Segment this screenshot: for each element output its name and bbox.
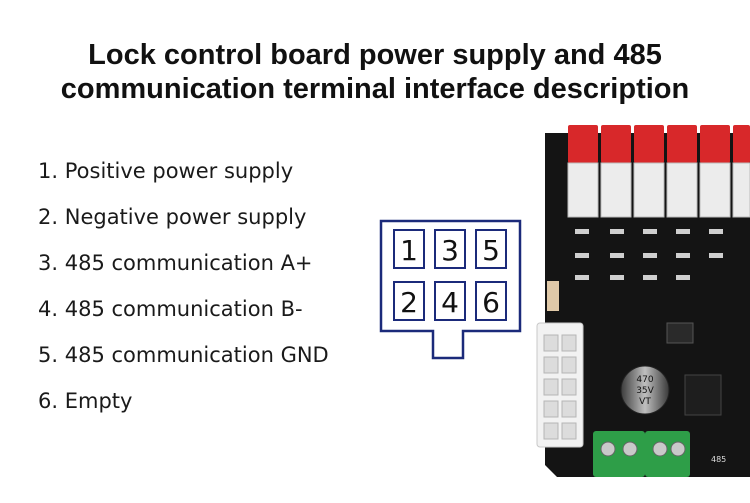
pin-cell-3: [434, 229, 466, 269]
pin-cell-label-6: 6: [482, 286, 500, 319]
pin-item-6: 6. Empty: [38, 378, 329, 424]
white-connector: [732, 162, 750, 218]
red-header: [733, 125, 750, 163]
pin-number: 3.: [38, 251, 59, 275]
pin-item-1: 1. Positive power supply: [38, 148, 329, 194]
pin-item-2: 2. Negative power supply: [38, 194, 329, 240]
pin-label: Positive power supply: [64, 159, 294, 183]
lock-control-board-image: 470 35V VT 485: [536, 125, 750, 477]
white-connector: [633, 162, 665, 218]
pin-cell-6: [475, 281, 507, 321]
pin-label: Negative power supply: [64, 205, 307, 229]
pin-cell-label-1: 1: [400, 234, 418, 267]
pin-cell-1: [393, 229, 425, 269]
pin-cell-5: [475, 229, 507, 269]
terminal-label: 485: [711, 455, 726, 464]
capacitor-label-3: VT: [639, 397, 651, 407]
pin-item-4: 4. 485 communication B-: [38, 286, 329, 332]
regulator: [684, 374, 722, 416]
pin-cell-label-4: 4: [441, 286, 459, 319]
page-title: Lock control board power supply and 485 …: [0, 38, 750, 106]
white-connector: [600, 162, 632, 218]
white-connector: [567, 162, 599, 218]
capacitor: [620, 365, 670, 415]
connector-pinout-diagram: 1 3 5 2 4 6: [379, 219, 522, 360]
title-line-2: communication terminal interface descrip…: [60, 73, 690, 105]
pin-label: Empty: [64, 389, 133, 413]
chip: [666, 322, 694, 344]
white-connector-row: [567, 162, 750, 218]
red-header-row: [568, 125, 750, 163]
pin-label: 485 communication A+: [64, 251, 313, 275]
pin-number: 5.: [38, 343, 59, 367]
pin-number: 2.: [38, 205, 59, 229]
green-terminal-blocks: [593, 431, 690, 477]
title-line-1: Lock control board power supply and 485: [88, 39, 662, 71]
capacitor-label-2: 35V: [636, 386, 654, 396]
red-header: [601, 125, 631, 163]
pin-cell-2: [393, 281, 425, 321]
pin-cell-label-2: 2: [400, 286, 418, 319]
button-switch: [547, 281, 559, 311]
pin-cell-4: [434, 281, 466, 321]
pin-cell-label-3: 3: [441, 234, 459, 267]
pin-number: 1.: [38, 159, 59, 183]
pin-number: 6.: [38, 389, 59, 413]
pin-item-3: 3. 485 communication A+: [38, 240, 329, 286]
red-header: [700, 125, 730, 163]
white-connector: [699, 162, 731, 218]
red-header: [568, 125, 598, 163]
pin-number: 4.: [38, 297, 59, 321]
pin-item-5: 5. 485 communication GND: [38, 332, 329, 378]
smd-components: [575, 229, 723, 280]
pin-cell-label-5: 5: [482, 234, 500, 267]
pin-label: 485 communication B-: [64, 297, 303, 321]
white-connector: [666, 162, 698, 218]
red-header: [667, 125, 697, 163]
capacitor-label-1: 470: [636, 375, 653, 385]
pin-description-list: 1. Positive power supply 2. Negative pow…: [38, 148, 329, 424]
red-header: [634, 125, 664, 163]
pin-label: 485 communication GND: [64, 343, 329, 367]
